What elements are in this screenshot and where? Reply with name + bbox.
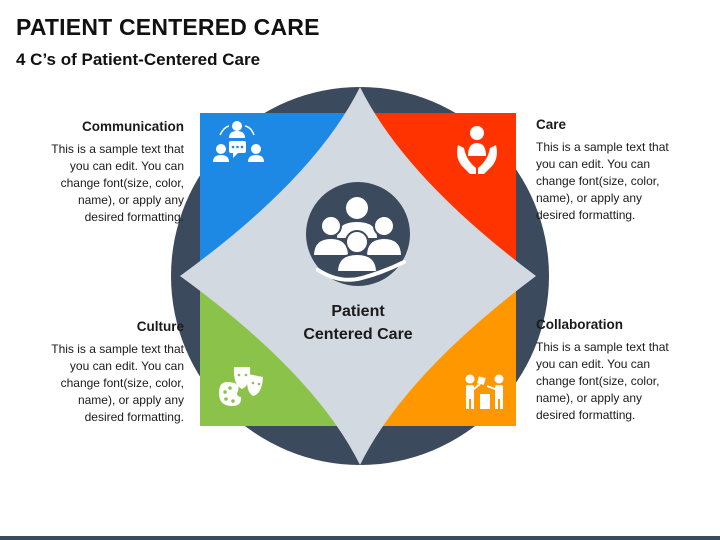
page-subtitle: 4 C’s of Patient-Centered Care (16, 50, 261, 69)
center-label-line1: Patient (331, 303, 385, 320)
culture-heading: Culture (136, 319, 184, 334)
communication-people-icon (213, 121, 264, 162)
collaboration-heading: Collaboration (536, 317, 623, 332)
care-heading: Care (536, 117, 567, 132)
patient-group-hand-icon (306, 182, 410, 286)
communication-heading: Communication (81, 119, 184, 134)
page-title: PATIENT CENTERED CARE (16, 14, 320, 40)
caring-hands-person-icon (457, 126, 497, 174)
collaboration-people-icon (465, 374, 504, 409)
communication-block: Communication This is a sample text that… (34, 118, 184, 226)
theatre-masks-palette-icon (219, 367, 263, 406)
center-label-line2: Centered Care (303, 326, 412, 343)
collaboration-block: Collaboration This is a sample text that… (536, 316, 686, 424)
bottom-accent-bar (0, 536, 720, 540)
